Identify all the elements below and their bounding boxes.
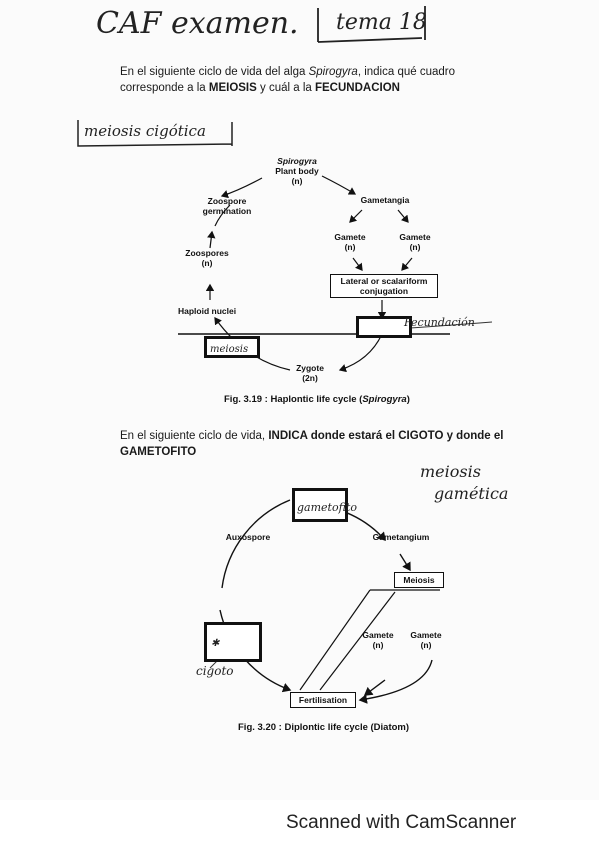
figure-2-caption: Fig. 3.20 : Diplontic life cycle (Diatom… bbox=[238, 722, 410, 733]
answer-1-handwritten: meiosis cigótica bbox=[84, 122, 206, 140]
answer-2-line-1: meiosis bbox=[420, 462, 481, 481]
gamete-left-label-2: Gamete(n) bbox=[362, 630, 394, 650]
figure-1-caption: Fig. 3.19 : Haplontic life cycle (Spirog… bbox=[224, 394, 410, 405]
haploid-nuclei-label: Haploid nuclei bbox=[178, 306, 237, 316]
gametangium-label: Gametangium bbox=[372, 532, 430, 542]
fecundacion-answer-box bbox=[356, 316, 412, 338]
scanned-page bbox=[0, 0, 599, 800]
auxospore-label: Auxospore bbox=[225, 532, 271, 542]
cigoto-mark-icon: ✱ bbox=[211, 638, 220, 649]
gametofito-handwritten: gametofito bbox=[297, 501, 357, 514]
gametofito-answer-box: gametofito bbox=[292, 488, 357, 522]
meiosis-answer-box: meiosis bbox=[204, 336, 260, 358]
zoospores-label: Zoospores(n) bbox=[185, 248, 229, 268]
meiosis-handwritten: meiosis bbox=[210, 344, 249, 355]
fertilisation-box: Fertilisation bbox=[290, 692, 356, 708]
question-1: En el siguiente ciclo de vida del alga S… bbox=[120, 66, 455, 94]
exam-title-handwritten: CAF examen. bbox=[96, 6, 299, 41]
question-2: En el siguiente ciclo de vida, INDICA do… bbox=[120, 430, 504, 458]
topic-number-handwritten: tema 18 bbox=[336, 10, 427, 35]
answer-2-line-2: gamética bbox=[434, 484, 509, 503]
gamete-right-label: Gamete(n) bbox=[399, 232, 431, 252]
gamete-right-label-2: Gamete(n) bbox=[410, 630, 442, 650]
cigoto-handwritten: cigoto bbox=[196, 664, 234, 678]
camscanner-watermark: Scanned with CamScanner bbox=[286, 812, 517, 833]
fecundacion-handwritten: Fecundación bbox=[404, 316, 475, 329]
gametangia-label: Gametangia bbox=[360, 195, 410, 205]
gamete-left-label: Gamete(n) bbox=[334, 232, 366, 252]
cigoto-answer-box: ✱ bbox=[204, 622, 262, 662]
meiosis-box: Meiosis bbox=[394, 572, 444, 588]
zygote-label: Zygote(2n) bbox=[296, 363, 324, 383]
